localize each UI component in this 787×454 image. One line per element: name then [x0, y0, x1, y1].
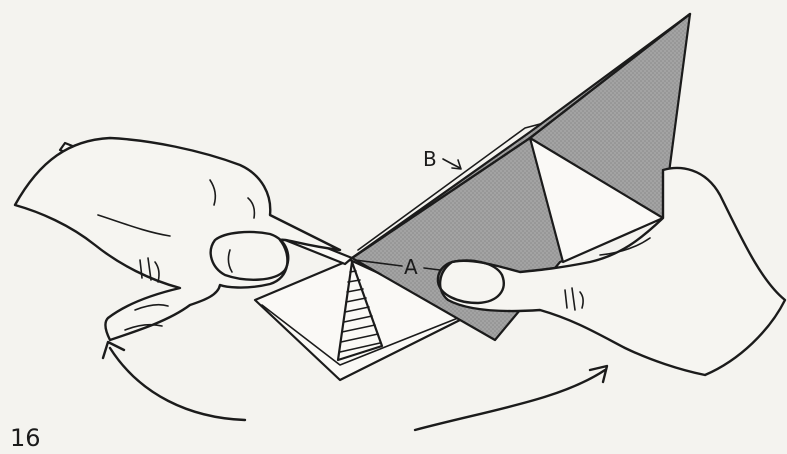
- left-rotation-arrow: [103, 342, 245, 420]
- label-b: B: [423, 147, 437, 171]
- right-rotation-arrow: [415, 366, 607, 430]
- page-number: 16: [10, 424, 41, 452]
- label-a: A: [404, 255, 418, 279]
- label-b-marker: B: [423, 147, 461, 171]
